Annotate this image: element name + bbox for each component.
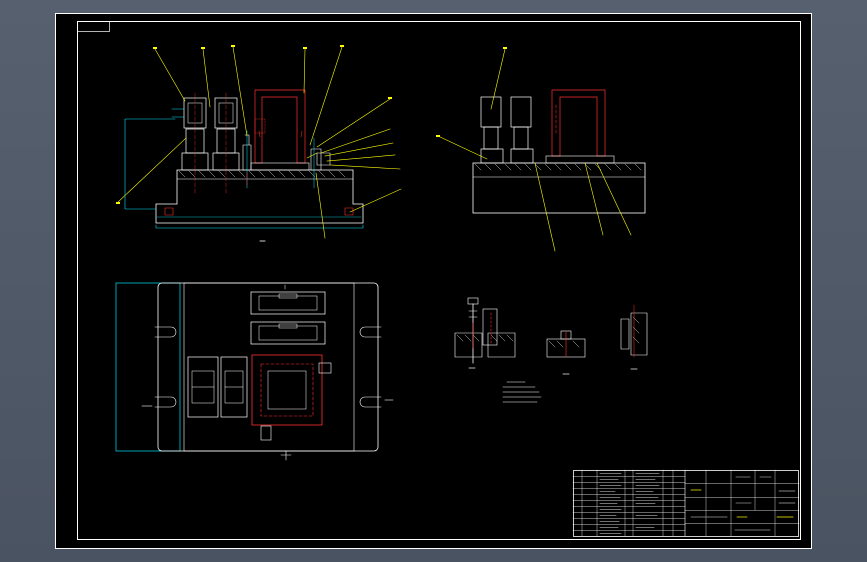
title-info (684, 469, 800, 537)
top-clamp-1 (250, 291, 326, 315)
detail-view-b (546, 330, 586, 375)
detail-view-a (454, 297, 516, 369)
side-view (436, 47, 646, 252)
title-block-highlight (690, 489, 794, 518)
inner-border (77, 21, 801, 540)
side-base (472, 162, 646, 214)
clamp-stack-1 (171, 92, 209, 194)
top-clamp-3 (187, 356, 219, 418)
clamp-stack-2 (212, 92, 240, 194)
title-block (572, 469, 800, 537)
workpiece-top (251, 354, 323, 426)
drawing-sheet (55, 13, 812, 549)
workpiece-front (250, 89, 310, 171)
side-leaders (437, 48, 632, 252)
top-clamp-2 (250, 321, 326, 345)
top-dimension-box (115, 282, 181, 452)
workpiece-side (545, 89, 615, 164)
parts-list (572, 469, 686, 537)
top-view (115, 282, 394, 461)
cad-viewport[interactable] (55, 13, 812, 549)
detail-view-c (620, 304, 648, 370)
base-plate (155, 169, 364, 224)
side-clamp-1 (480, 96, 504, 164)
front-view (116, 45, 402, 242)
outer-border (55, 13, 812, 549)
title-block-filler (599, 473, 772, 534)
front-dimensions (124, 118, 364, 229)
front-leaders (116, 46, 402, 239)
base-hatch (178, 170, 346, 178)
side-clamp-2 (510, 96, 534, 164)
technical-notes (502, 381, 542, 403)
top-clamp-4 (220, 356, 248, 418)
reference-tag (77, 21, 110, 32)
